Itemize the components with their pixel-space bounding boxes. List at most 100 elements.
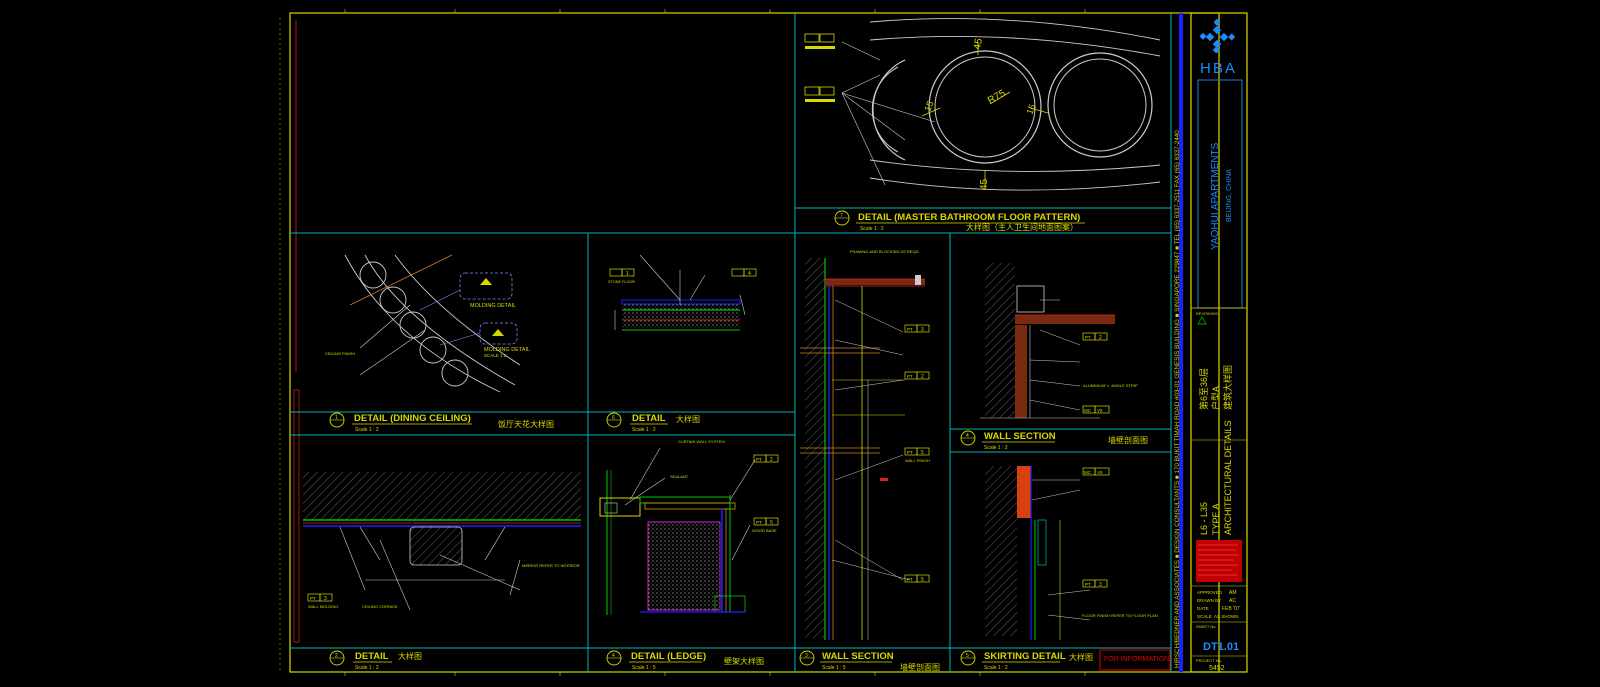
sheet-label: SHEET No. [1196,624,1217,629]
tag-number: 2 [921,374,924,380]
approval-table: APPROVED AM DRAWN BY AC DATE FEB '07 SCA… [1197,590,1240,619]
tag-number: 3 [921,327,924,333]
detail-scale: Scale 1 : 2 [355,427,379,433]
detail-scale: Scale 1 : 2 [632,427,656,433]
detail-title-cn: 墙壁剖面图 [1108,435,1148,445]
detail-label-wall-section-bottom: 3 WALL SECTION Scale 1 : 5 墙壁剖面图 [799,650,940,672]
tag-number: 2 [1099,335,1102,341]
detail-title: WALL SECTION [822,651,894,662]
tag-number: 1 [626,271,629,277]
detail-title-cn: 大样图 [676,414,700,424]
tag-pt-3-skirting: PT 3 [1082,579,1108,588]
detail-6-drawing [614,254,746,331]
tag-code: PT [907,327,913,332]
tag-pt-2-wall: PT 2 [904,371,930,380]
detail-title-cn: 饭厅天花大样图 [498,419,554,429]
project-location: BEIJING, CHINA [1226,169,1233,222]
detail-title: DETAIL [632,413,666,424]
dim-45-bottom: 45 [979,178,990,190]
drawing-cn: 建筑大样图 [1222,365,1233,410]
title-block-border [1190,12,1248,673]
detail-title: DETAIL [355,651,389,662]
drawn-value: AC [1229,598,1236,604]
scale-value: AS SHOWN [1214,614,1239,619]
detail-title-cn: 大样图（主人卫生间地面图案） [966,222,1078,232]
tag-number: 5 [921,450,924,456]
sheet-number: DT1.01 [1203,641,1239,653]
approved-label: APPROVED [1197,590,1223,595]
tag-number: 5 [770,520,773,526]
unit-type: TYPE A [1211,503,1221,535]
tag-code: PT [907,577,913,582]
project-name: YAOHUI APARTMENTS [1210,142,1221,250]
detail-label-master-bathroom: 7 DETAIL (MASTER BATHROOM FLOOR PATTERN)… [834,210,1085,232]
level-range: L6 - L35 [1199,502,1209,535]
scale-label: SCALE [1197,614,1212,619]
framing-note: FRAMING AND BLOCKING AS REQD. [850,249,920,254]
detail-number: 4 [612,653,615,659]
detail-label-2: 2 DETAIL Scale 1 : 2 大样图 [329,650,422,671]
tag-code: MC [1084,470,1092,475]
ledge-drawing [599,447,756,615]
tag-code: PT [756,520,762,525]
detail-title: WALL SECTION [984,431,1056,442]
for-information-stamp: FOR INFORMATION [1099,649,1171,671]
detail-label-skirting: 5 SKIRTING DETAIL Scale 1 : 2 大样图 [960,650,1093,671]
tag-number: 2 [770,457,773,463]
bathroom-pattern-drawing [804,18,1161,191]
tag-code: PT [310,596,316,601]
curtain-wall-note: CURTAIN WALL SYSTEM [678,439,725,444]
stone-floor-note: STONE FLOOR [608,280,635,284]
detail-number: 1 [335,415,338,421]
detail-title-cn: 大样图 [1069,652,1093,662]
tag-number: 5 [921,577,924,583]
detail-label-ledge: 4 DETAIL (LEDGE) Scale 1 : 5 壁架大样图 [606,650,764,671]
tag-pt-2-right: PT 2 [1082,332,1108,341]
detail-scale: Scale 1 : 2 [355,665,379,671]
viewport-frames [290,13,1172,672]
detail-title: DETAIL (LEDGE) [631,651,706,662]
detail-scale: Scale 1 : 2 [984,445,1008,451]
detail-title: DETAIL (DINING CEILING) [354,413,471,424]
revisions-label: REVISIONS [1196,311,1218,316]
skirting-drawing [985,466,1091,640]
detail-number: 4 [966,433,969,439]
tag-pt-5-wall: PT 5 [904,447,930,456]
floors-cn: 第6至36层 [1198,368,1209,410]
detail-title-cn: 大样图 [398,651,422,661]
wall-section-right-drawing [980,263,1115,419]
detail-scale: Scale 1 : 5 [632,665,656,671]
tag-number: 4 [748,271,751,277]
sheet-border [289,12,1220,673]
dim-15-left: 15 [922,100,935,113]
wall-section-tall-drawing [800,258,925,640]
drawing-title: ARCHITECTURAL DETAILS [1223,420,1233,535]
tag-code: PT [1085,582,1091,587]
wall-finish-note: WALL FINISH [905,458,930,463]
unit-cn: 户型A [1210,386,1221,410]
tag-wood-floor: 4 [731,268,757,277]
detail-title: DETAIL (MASTER BATHROOM FLOOR PATTERN) [858,212,1080,223]
tag-code: PT [756,457,762,462]
wood-base-note: WOOD BASE [752,528,777,533]
consultant-strip: HIRSCH/BEDNER AND ASSOCIATES ■ DESIGN CO… [1174,130,1181,668]
detail-title-cn: 墙壁剖面图 [900,662,940,672]
tag-code: PT [1085,335,1091,340]
tag-mc-v5-skirting: MC V5 [1082,467,1110,476]
tag-pt-3: PT 3 [307,593,333,602]
tag-pt-5: PT 5 [753,517,779,526]
date-label: DATE [1197,606,1209,611]
molding-scale: SCALE 1:2 [484,353,507,358]
project-label: PROJECT No. [1196,658,1222,663]
detail-number: 3 [805,653,808,659]
detail-scale: Scale 1 : 5 [822,665,846,671]
tag-stone-floor: 1 STONE FLOOR [608,268,635,284]
detail-2-drawing [303,472,581,611]
stamp-text: FOR INFORMATION [1104,656,1169,663]
date-value: FEB '07 [1222,606,1240,612]
tag-code: MC [1084,408,1092,413]
detail-title: SKIRTING DETAIL [984,651,1066,662]
hba-logo: HBA [1199,18,1236,77]
detail-scale: Scale 1 : 2 [860,226,884,232]
